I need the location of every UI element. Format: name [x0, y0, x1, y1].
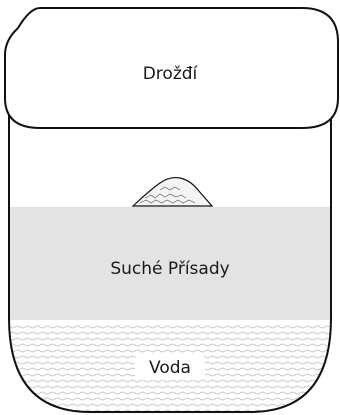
- lid-outline: [4, 7, 339, 129]
- water-wave-line: [9, 397, 331, 401]
- container: [8, 70, 332, 413]
- water-wave-line: [9, 385, 331, 389]
- lid-label: Drožđí: [143, 64, 199, 84]
- water-wave-line: [9, 391, 331, 395]
- water-label: Voda: [149, 358, 191, 378]
- water-wave-line: [9, 349, 331, 353]
- water-wave-line: [9, 343, 331, 347]
- water-label-backdrop: [135, 354, 205, 380]
- water-wave-line: [9, 325, 331, 329]
- ingredient-mound: [131, 176, 214, 207]
- lid: [4, 7, 339, 129]
- container-outline: [8, 70, 332, 413]
- water-wave-line: [9, 331, 331, 335]
- water-wave-line: [9, 379, 331, 383]
- dry-ingredients-band: [9, 207, 331, 320]
- water-wave-line: [9, 337, 331, 341]
- dry-ingredients-label: Suché Přísady: [110, 259, 229, 279]
